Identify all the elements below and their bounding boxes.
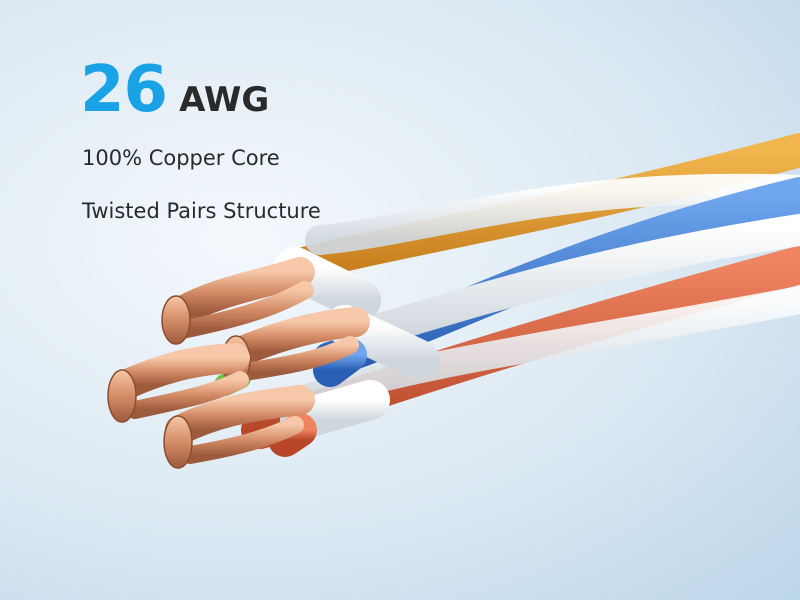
awg-number: 26 bbox=[80, 53, 168, 127]
feature-twisted-pairs: Twisted Pairs Structure bbox=[82, 199, 321, 223]
orange-wire-pair bbox=[283, 133, 800, 282]
awg-unit: AWG bbox=[179, 80, 270, 120]
copper-core-ends bbox=[107, 257, 370, 469]
awg-headline: 26 AWG bbox=[80, 58, 269, 122]
feature-copper-core: 100% Copper Core bbox=[82, 146, 280, 170]
